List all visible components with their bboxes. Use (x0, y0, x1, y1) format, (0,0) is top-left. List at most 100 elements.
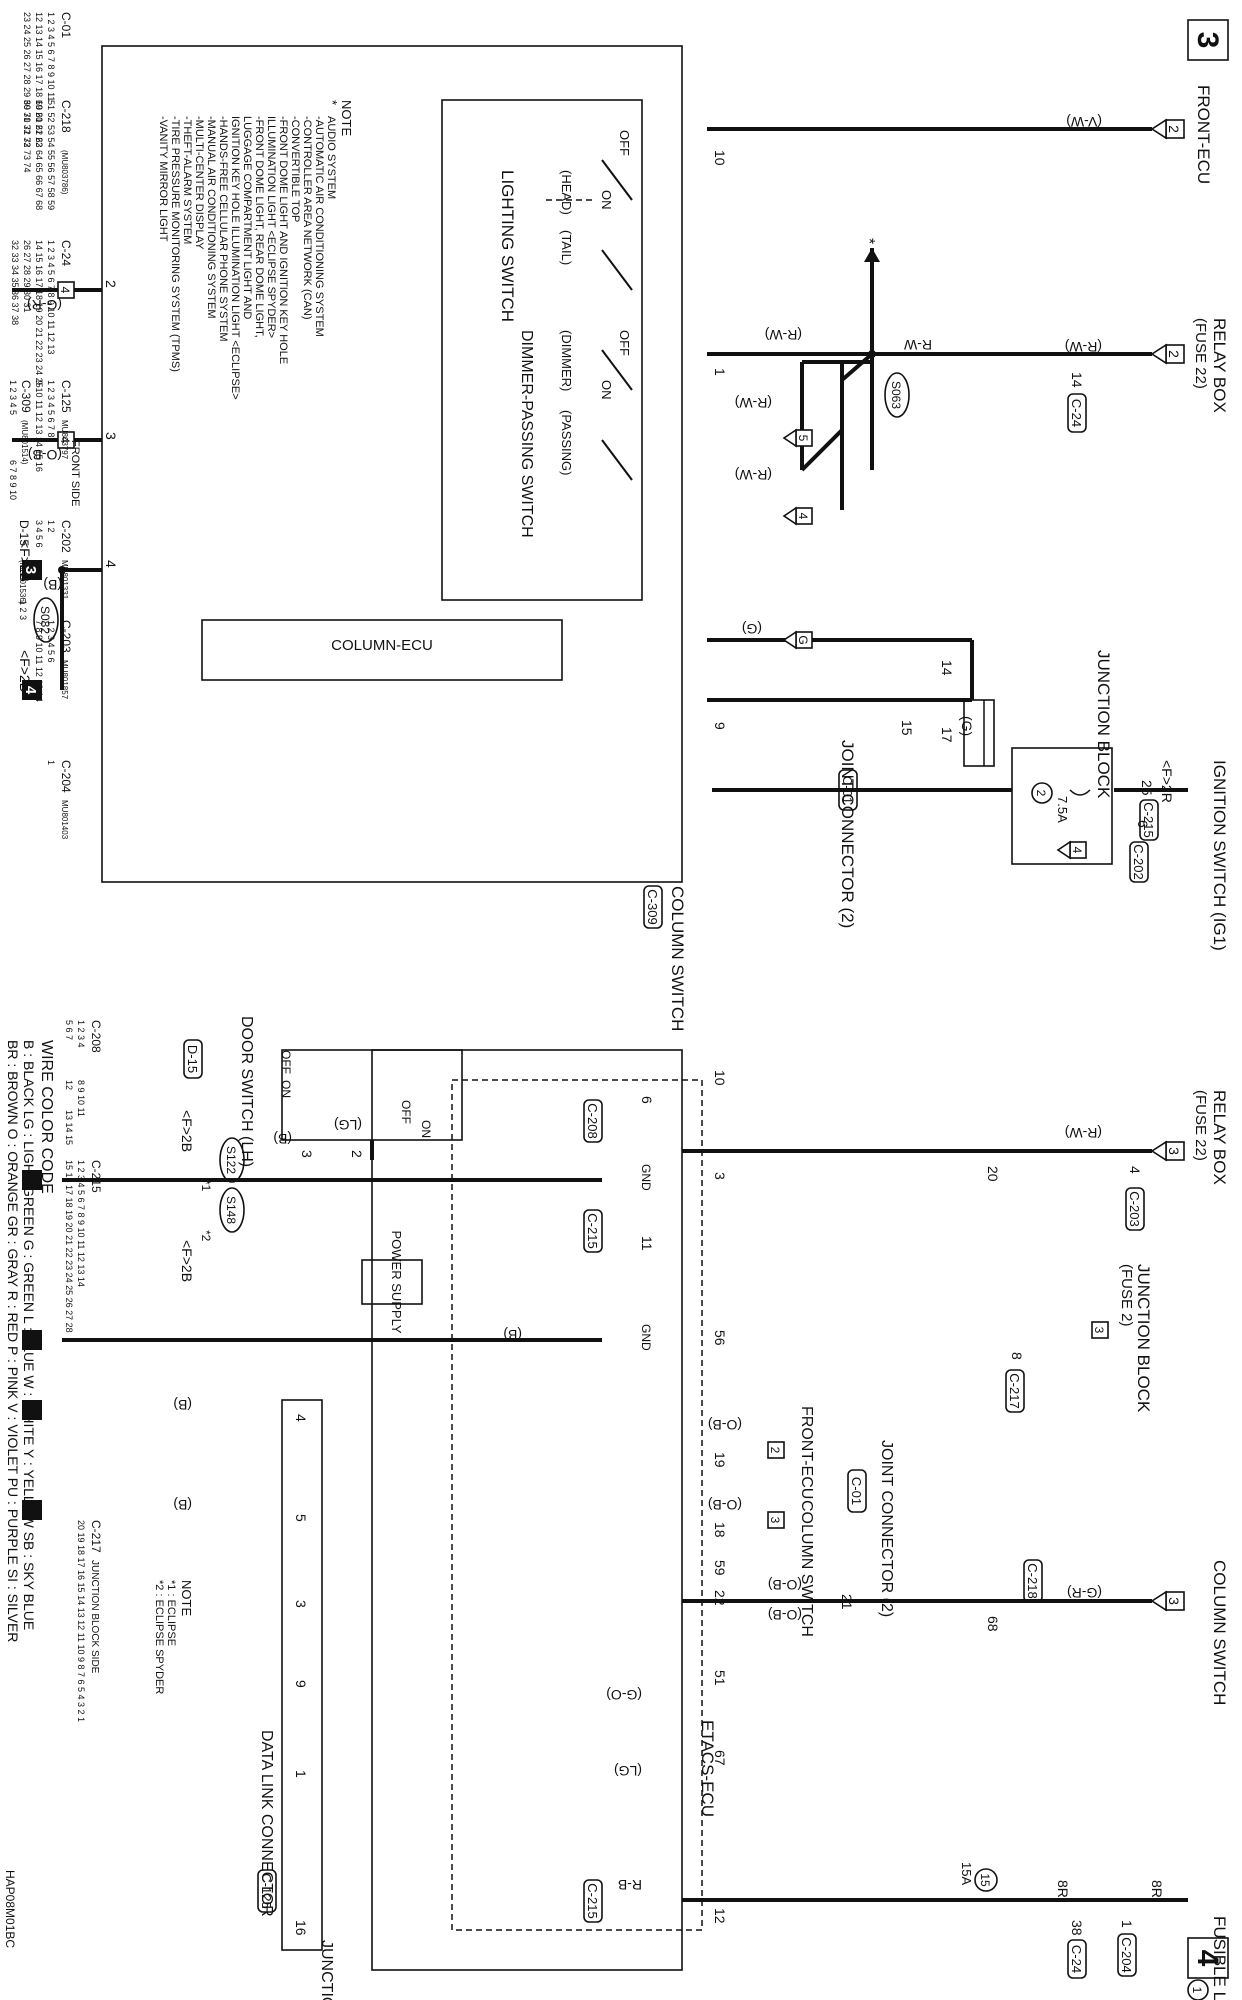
svg-text:3: 3 (1191, 32, 1224, 49)
svg-text:C-204: C-204 (1119, 1937, 1134, 1972)
connector-view-c125: C-125 MU803797 1 2 3 4 5 6 7 8 9 10 11 1… (34, 380, 81, 506)
relay-box-upper: RELAY BOX (FUSE 22) 2 (R-W) 14 C-24 R-W … (707, 238, 1229, 510)
svg-text:(B): (B) (273, 1131, 292, 1147)
svg-text:16: 16 (293, 1920, 309, 1936)
junction-block-upper: JUNCTION BLOCK 2 7.5A 25 C-215 4 (1011, 650, 1159, 865)
svg-text:AUDIO SYSTEM: AUDIO SYSTEM (325, 116, 337, 199)
svg-text:5 6 7: 5 6 7 (64, 1020, 74, 1040)
svg-text:(DIMMER): (DIMMER) (559, 330, 574, 391)
svg-text:C-309: C-309 (19, 380, 33, 413)
svg-text:(FUSE 22): (FUSE 22) (1192, 1090, 1209, 1161)
svg-text:*2: *2 (199, 1230, 213, 1242)
svg-text:C-208: C-208 (585, 1103, 600, 1138)
svg-text:ON: ON (279, 1080, 293, 1098)
svg-text:ON: ON (599, 190, 614, 210)
door-switch: DOOR SWITCH (LH) D-15 OFF ON OFF ON 2 3 … (183, 1016, 463, 1167)
svg-text:(R-W): (R-W) (735, 395, 772, 411)
front-ecu-block: FRONT-ECU 2 (V-W) 10 (707, 85, 1213, 184)
svg-text:ETACS-ECU: ETACS-ECU (698, 1720, 717, 1817)
relay-box-lower: RELAY BOX (FUSE 22) 3 (R-W) 4 C-203 20 (682, 1090, 1229, 1231)
svg-text:*2 : ECLIPSE SPYDER: *2 : ECLIPSE SPYDER (153, 1580, 165, 1694)
svg-text:1 2 3 4 5 6 7 8 9 10 11 12 13: 1 2 3 4 5 6 7 8 9 10 11 12 13 14 (76, 1160, 86, 1287)
svg-text:OFF: OFF (279, 1050, 293, 1074)
svg-text:1: 1 (1119, 1920, 1135, 1928)
svg-text:C-217: C-217 (89, 1520, 103, 1553)
svg-text:COLUMN-ECU: COLUMN-ECU (331, 637, 433, 654)
svg-text:25: 25 (1139, 780, 1155, 796)
connector-view-d15: D-15 (MU801536) 1 2 3 (17, 520, 31, 620)
svg-text:GND: GND (639, 1164, 653, 1191)
svg-text:17: 17 (939, 727, 955, 743)
svg-text:OFF: OFF (617, 330, 632, 356)
svg-text:*1: *1 (199, 1180, 213, 1192)
svg-text:3: 3 (1166, 1147, 1182, 1155)
page-marker-3: 3 (1187, 19, 1229, 61)
connector-view-c202: C-202 MU801331 1 2 3 4 5 6 (34, 520, 73, 600)
fusible-link: FUSIBLE LINK 1 8R 8R 38 C-24 (682, 1880, 1229, 2000)
svg-text:51 52 53 54 55 56 57 58 59: 51 52 53 54 55 56 57 58 59 (46, 100, 56, 210)
svg-text:GND: GND (639, 1324, 653, 1351)
svg-text:(B): (B) (43, 577, 62, 593)
svg-text:MU801403: MU801403 (60, 800, 69, 840)
svg-text:R-B: R-B (618, 1877, 642, 1893)
svg-text:(MU801536): (MU801536) (18, 560, 27, 605)
svg-text:JUNCTION BLOCK: JUNCTION BLOCK (318, 1940, 335, 2000)
svg-text:C-218: C-218 (59, 100, 73, 133)
svg-text:OFF: OFF (399, 1100, 413, 1124)
svg-text:(TAIL): (TAIL) (559, 230, 574, 265)
rw-terminal-4: 4 (782, 506, 813, 526)
svg-text:10: 10 (712, 1070, 728, 1086)
svg-text:COLUMN SWITCH: COLUMN SWITCH (798, 1500, 815, 1637)
svg-text:4: 4 (103, 560, 119, 568)
svg-text:19: 19 (712, 1452, 728, 1468)
svg-text:(O-B): (O-B) (708, 1417, 742, 1433)
svg-text:18: 18 (712, 1522, 728, 1538)
svg-text:8 9 10 11: 8 9 10 11 (76, 1080, 86, 1117)
svg-text:11: 11 (639, 1236, 655, 1251)
svg-text:C-215: C-215 (1141, 802, 1156, 837)
svg-text:LUGGAGE COMPARTMENT LIGHT AND: LUGGAGE COMPARTMENT LIGHT AND (241, 116, 253, 319)
svg-text:JUNCTION BLOCK SIDE: JUNCTION BLOCK SIDE (89, 1560, 100, 1674)
svg-text:C-125: C-125 (59, 380, 73, 413)
splices-lower: S122 S148 *1 *2 <F>2B <F>2B (179, 1110, 245, 1282)
svg-text:JUNCTION BLOCK: JUNCTION BLOCK (1094, 650, 1113, 799)
svg-text:32 33 34 35 36 37 38: 32 33 34 35 36 37 38 (10, 240, 20, 325)
svg-text:23 24 25 26 27 28 29 30 31 32: 23 24 25 26 27 28 29 30 31 32 33 (22, 12, 32, 147)
svg-text:FRONT SIDE: FRONT SIDE (69, 440, 81, 506)
svg-text:3: 3 (293, 1600, 309, 1608)
connector-view-c215: C-215 1 2 3 4 5 6 7 8 9 10 11 12 13 14 1… (64, 1160, 103, 1333)
svg-text:(G): (G) (742, 621, 762, 637)
svg-text:9: 9 (712, 722, 728, 730)
ground-wires-lower: (B) (B) (B) (22, 1170, 602, 1520)
page-marker-4: 4 (1187, 1937, 1229, 1979)
svg-text:7 8 9 10 11 12 13 14: 7 8 9 10 11 12 13 14 (34, 620, 44, 702)
connector-view-c218: C-218 (MU803786) 51 52 53 54 55 56 57 58… (22, 100, 73, 210)
svg-text:ON: ON (419, 1120, 433, 1138)
svg-text:<F>2B: <F>2B (179, 1240, 195, 1282)
svg-text:1: 1 (46, 760, 56, 765)
connector-tags-lower: C-208 C-215 C-215 6 11 (583, 1096, 655, 1923)
svg-text:3 4 5 6: 3 4 5 6 (34, 520, 44, 548)
svg-text:21: 21 (839, 1594, 855, 1610)
svg-text:1 2 3 4 5 6 7 8 9 10 11 12 13: 1 2 3 4 5 6 7 8 9 10 11 12 13 (46, 240, 56, 354)
svg-text:C-24: C-24 (1069, 1945, 1084, 1973)
svg-text:8: 8 (1009, 1352, 1025, 1360)
svg-text:RELAY BOX: RELAY BOX (1210, 1090, 1229, 1185)
svg-text:(R-W): (R-W) (1065, 1125, 1102, 1141)
svg-text:COLUMN SWITCH: COLUMN SWITCH (668, 886, 687, 1031)
connector-view-c208: C-208 1 2 3 4 5 6 7 8 9 10 11 12 13 14 1… (64, 1020, 103, 1145)
svg-text:-MULTI-CENTER DISPLAY: -MULTI-CENTER DISPLAY (193, 116, 205, 250)
svg-text:1 2: 1 2 (46, 520, 56, 533)
svg-text:1 2 3 4 5 6 7 8: 1 2 3 4 5 6 7 8 (46, 380, 56, 438)
svg-text:FRONT-ECU: FRONT-ECU (798, 1406, 815, 1499)
svg-text:(G): (G) (959, 716, 975, 736)
svg-text:68: 68 (985, 1616, 1001, 1632)
svg-text:JUNCTION BLOCK: JUNCTION BLOCK (1134, 1264, 1153, 1413)
joint-connector-upper: (G) 17 JOINT CONNECTOR (2) C-01 14 15 G … (707, 621, 1012, 928)
svg-text:13 14 15: 13 14 15 (64, 1110, 74, 1145)
svg-text:1 2 3 4 5: 1 2 3 4 5 (8, 380, 18, 415)
svg-text:12: 12 (712, 1908, 728, 1924)
svg-text:3: 3 (1166, 1597, 1182, 1605)
svg-text:-VANITY MIRROR LIGHT: -VANITY MIRROR LIGHT (157, 116, 169, 242)
svg-text:2: 2 (1166, 350, 1182, 358)
